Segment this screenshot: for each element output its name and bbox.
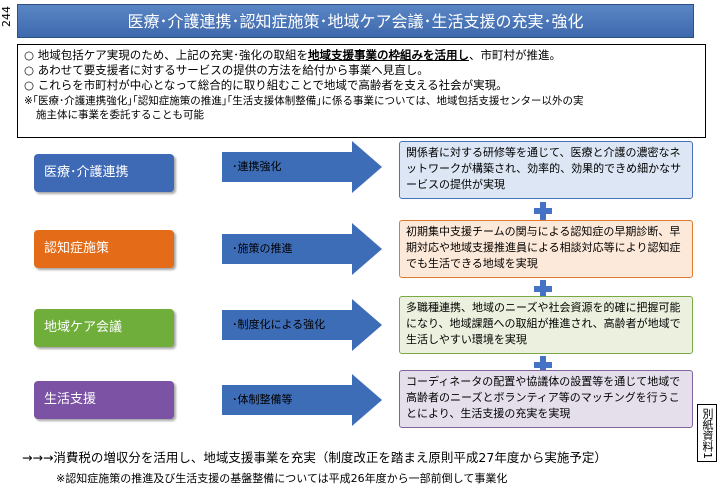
result-box-dementia: 初期集中支援チームの関与による認知症の早期診断、早期対応や地域支援推進員による相… <box>399 220 693 278</box>
page-number: 244 <box>0 6 13 27</box>
result-box-living-support: コーディネータの配置や協議体の設置等を通じて地域で高齢者のニーズとボランティア等… <box>399 370 693 428</box>
category-medical-care: 医療･介護連携 <box>34 154 174 192</box>
right-arrow-icon <box>222 299 382 351</box>
category-dementia: 認知症施策 <box>34 230 174 268</box>
right-arrow-icon <box>222 223 382 275</box>
footer-line-1: →→→消費税の増収分を活用し、地域支援事業を充実（制度改正を踏まえ原則平成27年… <box>22 450 607 465</box>
result-box-community-care-meeting: 多職種連携、地域のニーズや社会資源を的確に把握可能になり、地域課題への取組が推進… <box>399 296 693 354</box>
intro-box: ○ 地域包括ケア実現のため、上記の充実･強化の取組を地域支援事業の枠組みを活用し… <box>17 44 706 138</box>
bullet-icon: ○ <box>24 78 35 92</box>
bullet-icon: ○ <box>24 63 35 77</box>
arrow-living-support: ･体制整備等 <box>222 374 382 426</box>
right-arrow-icon <box>222 141 382 193</box>
action-label: ･体制整備等 <box>232 393 293 406</box>
action-label: ･連携強化 <box>232 160 282 173</box>
arrow-medical-care: ･連携強化 <box>222 141 382 193</box>
intro-text: 地域包括ケア実現のため、上記の充実･強化の取組を <box>37 48 308 62</box>
intro-note-line-2: 施主体に事業を委託することも可能 <box>36 109 204 121</box>
plus-icon <box>534 202 552 220</box>
intro-text: あわせて要支援者に対するサービスの提供の方法を給付から事業へ見直し。 <box>37 63 429 77</box>
intro-text: これらを市町村が中心となって総合的に取り組むことで地域で高齢者を支える社会が実現… <box>37 78 508 92</box>
attachment-label: 別紙資料1 <box>697 404 717 462</box>
category-living-support: 生活支援 <box>34 381 174 419</box>
action-label: ･制度化による強化 <box>232 318 326 331</box>
arrow-dementia: ･施策の推進 <box>222 223 382 275</box>
intro-emphasis: 地域支援事業の枠組みを活用し <box>307 48 469 62</box>
intro-line-2: ○ あわせて要支援者に対するサービスの提供の方法を給付から事業へ見直し。 <box>24 63 699 78</box>
plus-icon <box>534 356 552 374</box>
plus-icon <box>534 280 552 298</box>
right-arrow-icon <box>222 374 382 426</box>
intro-text: 、市町村が推進。 <box>468 48 561 62</box>
category-community-care-meeting: 地域ケア会議 <box>34 309 174 347</box>
arrow-community-care-meeting: ･制度化による強化 <box>222 299 382 351</box>
page-title: 医療･介護連携･認知症施策･地域ケア会議･生活支援の充実･強化 <box>17 4 694 38</box>
bullet-icon: ○ <box>24 48 35 62</box>
intro-note-line-1: ※｢医療･介護連携強化｣｢認知症施策の推進｣｢生活支援体制整備｣に係る事業につい… <box>24 95 584 107</box>
intro-note: ※｢医療･介護連携強化｣｢認知症施策の推進｣｢生活支援体制整備｣に係る事業につい… <box>24 94 699 122</box>
result-box-medical-care: 関係者に対する研修等を通じて、医療と介護の濃密なネットワークが構築され、効率的、… <box>399 141 693 199</box>
intro-line-1: ○ 地域包括ケア実現のため、上記の充実･強化の取組を地域支援事業の枠組みを活用し… <box>24 48 699 63</box>
action-label: ･施策の推進 <box>232 242 293 255</box>
footer-line-2: ※認知症施策の推進及び生活支援の基盤整備については平成26年度から一部前倒して事… <box>56 472 508 485</box>
intro-line-3: ○ これらを市町村が中心となって総合的に取り組むことで地域で高齢者を支える社会が… <box>24 78 699 93</box>
